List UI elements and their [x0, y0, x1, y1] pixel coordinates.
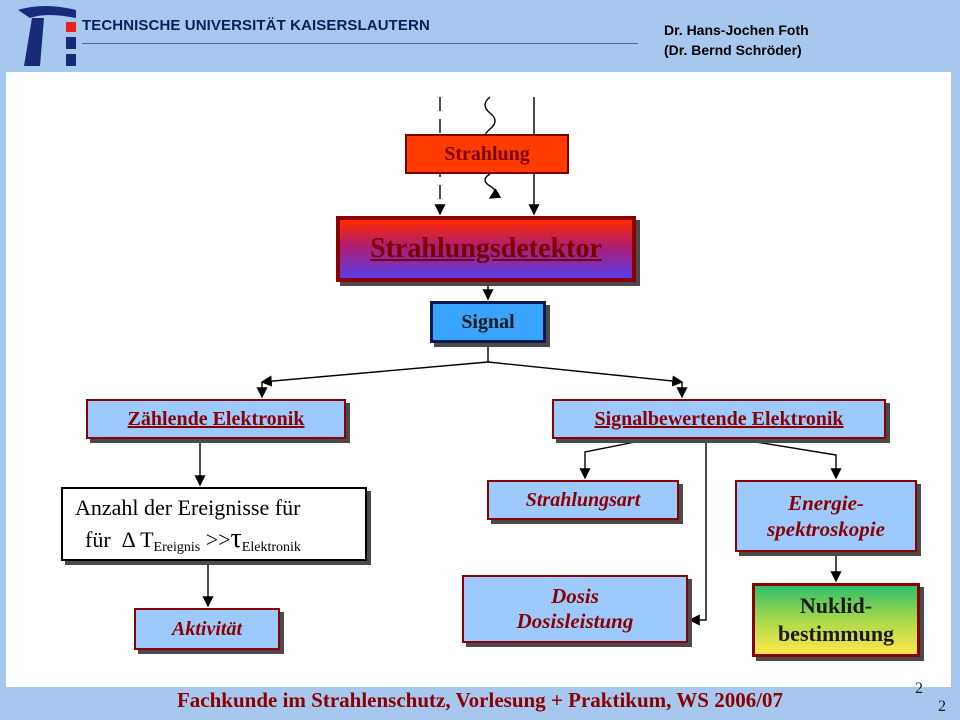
elektronik-subscript: Elektronik: [241, 540, 301, 555]
signal-box: Signal: [430, 301, 546, 343]
delta-symbol: Δ: [121, 527, 135, 552]
bewertende-to-art: [579, 440, 641, 480]
bewertende-to-dosis: [688, 441, 707, 626]
zaehlende-elektronik-box: Zählende Elektronik: [86, 399, 346, 439]
dosis-box: Dosis Dosisleistung: [462, 575, 688, 643]
strahlungsart-box: Strahlungsart: [487, 480, 679, 520]
nuklid-line-1: Nuklid-: [799, 593, 873, 618]
t-symbol: T: [140, 527, 154, 552]
footer-title: Fachkunde im Strahlenschutz, Vorlesung +…: [176, 688, 784, 712]
page-number-secondary: 2: [938, 698, 946, 715]
author-name: Dr. Hans-Jochen Foth: [664, 22, 809, 38]
page-number: 2: [915, 680, 923, 697]
detektor-box: Strahlungsdetektor: [336, 216, 636, 282]
energie-line-1: Energie-: [788, 491, 864, 515]
signal-to-zaehlende: [260, 361, 489, 387]
energiespektroskopie-box: Energie- spektroskopie: [735, 480, 917, 552]
header-divider: [82, 43, 638, 44]
dosis-line-2: Dosisleistung: [516, 609, 634, 633]
radiation-wave-bottom: [484, 173, 502, 199]
coauthor-name: (Dr. Bernd Schröder): [664, 42, 802, 58]
aktivitaet-box: Aktivität: [134, 608, 280, 650]
energie-line-2: spektroskopie: [767, 517, 885, 541]
strahlung-box: Strahlung: [405, 134, 569, 174]
nuklid-line-2: bestimmung: [777, 621, 895, 646]
tau-symbol: τ: [230, 523, 242, 554]
anzahl-ereignisse-box: Anzahl der Ereignisse für für Δ TEreigni…: [61, 487, 367, 561]
anzahl-line-2: für Δ TEreignis >>τElektronik: [75, 523, 365, 556]
dosis-line-1: Dosis: [551, 584, 599, 608]
tu-kaiserslautern-logo-icon: [18, 6, 76, 66]
ereignis-subscript: Ereignis: [153, 540, 201, 555]
nuklidbestimmung-box: Nuklid- bestimmung: [752, 583, 920, 657]
signalbewertende-elektronik-box: Signalbewertende Elektronik: [552, 399, 886, 439]
anzahl-line-1: Anzahl der Ereignisse für: [75, 495, 301, 520]
bewertende-to-energie: [749, 440, 842, 480]
university-name: TECHNISCHE UNIVERSITÄT KAISERSLAUTERN: [82, 17, 430, 34]
anzahl-fuer: für: [85, 527, 111, 552]
much-greater-symbol: >>: [205, 527, 231, 552]
signal-to-bewertende: [487, 361, 684, 387]
